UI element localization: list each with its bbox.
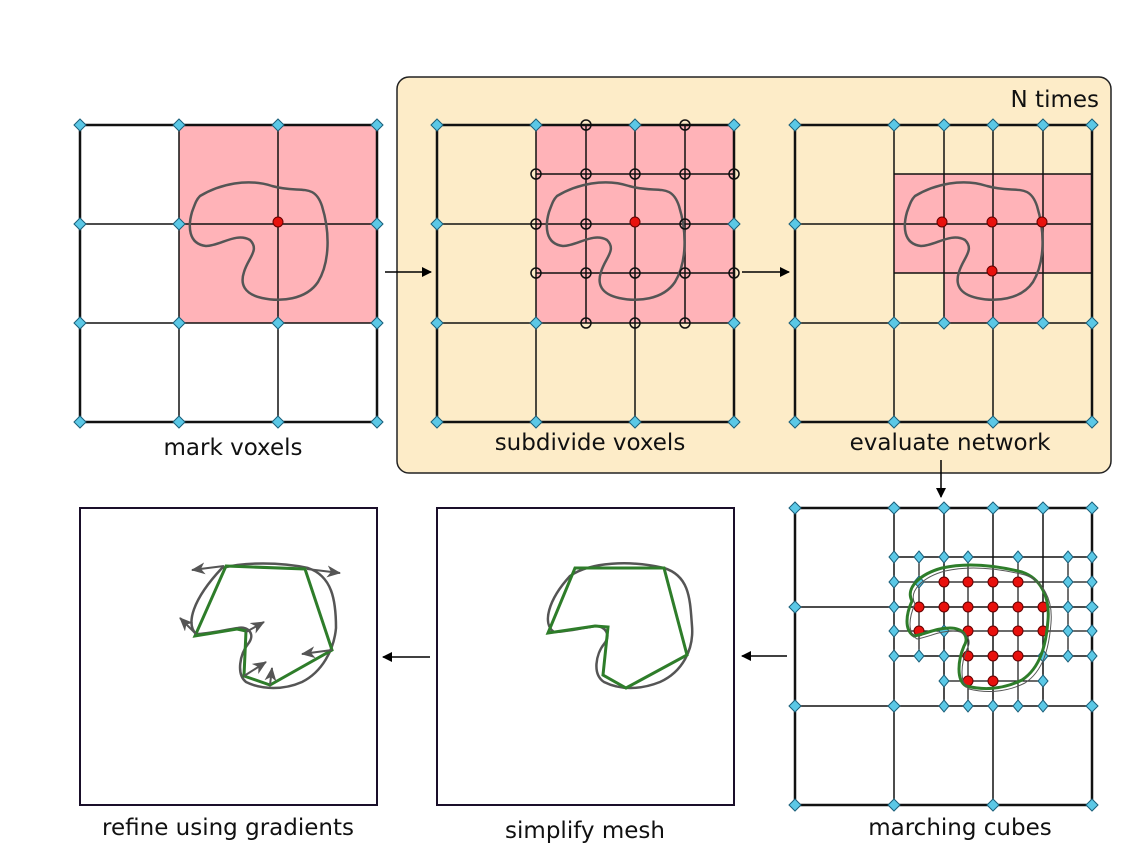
label-marching-cubes: marching cubes	[868, 815, 1052, 841]
grid-nodes	[788, 118, 1099, 429]
mesh-outline	[905, 563, 1050, 690]
panel-refine-gradients: refine using gradients	[79, 507, 378, 841]
shape-outline	[545, 181, 686, 301]
evaluated-point	[272, 216, 284, 228]
shape-outline	[188, 181, 329, 301]
new-sample-points	[530, 119, 740, 329]
evaluated-point	[629, 216, 641, 228]
label-mark-voxels: mark voxels	[164, 435, 303, 461]
panel-subdivide-voxels: subdivide voxels	[430, 118, 741, 456]
grid-nodes	[788, 501, 1099, 812]
shape-outline	[903, 181, 1044, 301]
label-evaluate-network: evaluate network	[850, 430, 1051, 456]
label-simplify-mesh: simplify mesh	[505, 818, 665, 844]
evaluated-points	[913, 576, 1049, 687]
evaluated-points	[936, 216, 1048, 277]
panel-marching-cubes: marching cubes	[788, 501, 1099, 841]
grid-nodes	[73, 118, 384, 429]
mesh-outline	[545, 566, 689, 690]
panel-simplify-mesh: simplify mesh	[436, 507, 735, 844]
panel-evaluate-network: evaluate network	[788, 118, 1099, 456]
label-subdivide-voxels: subdivide voxels	[495, 430, 686, 456]
n-times-label: N times	[1011, 87, 1099, 113]
gradient-arrows	[179, 562, 341, 686]
flow-arrows	[382, 267, 946, 662]
grid-nodes	[430, 118, 741, 429]
label-refine-gradients: refine using gradients	[102, 815, 354, 841]
panel-mark-voxels: mark voxels	[73, 118, 384, 461]
